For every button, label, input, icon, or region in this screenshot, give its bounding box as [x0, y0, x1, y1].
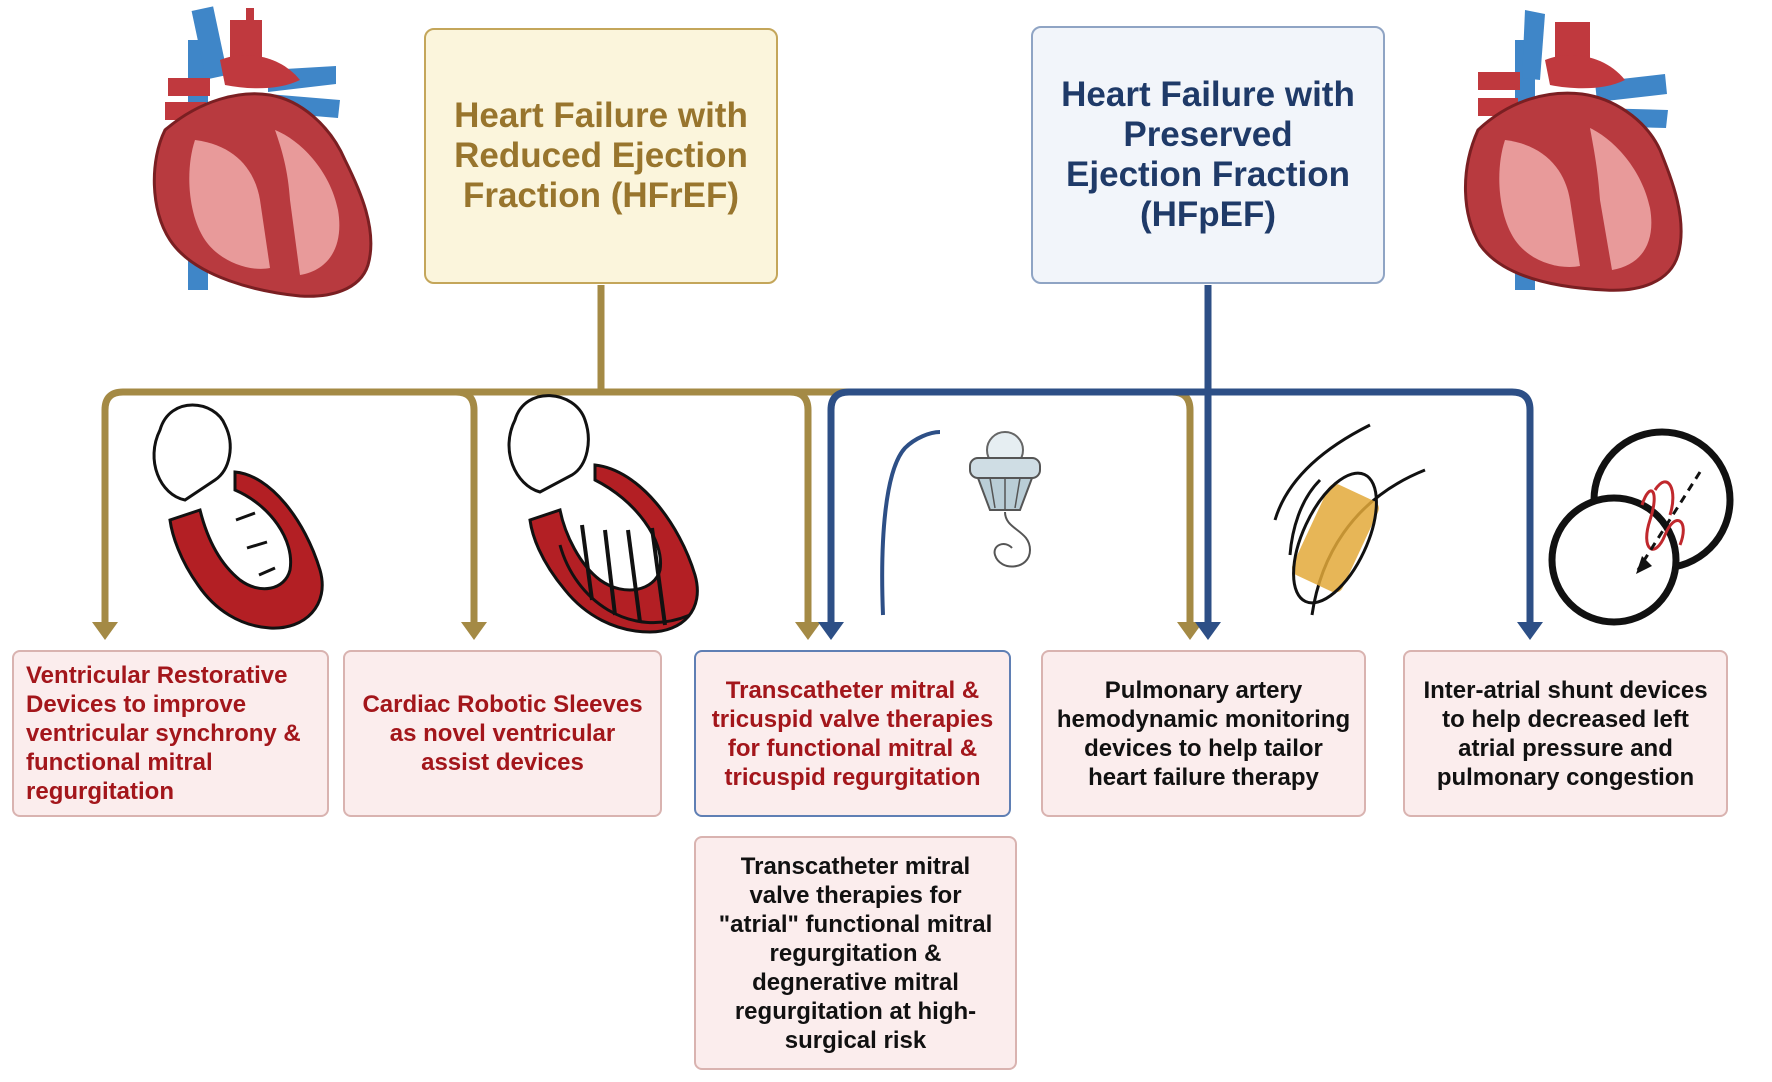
arrow-hfref-4 [1177, 622, 1203, 640]
device-label: Transcatheter mitral & tricuspid valve t… [711, 676, 994, 791]
hfref-title: Heart Failure with Reduced Ejection Frac… [454, 96, 748, 215]
arrow-hfpef-4 [1195, 622, 1221, 640]
device-label: Ventricular Restorative Devices to impro… [26, 662, 301, 805]
hfpef-connector-tree [827, 285, 1534, 623]
arrow-hfpef-5 [1517, 622, 1543, 640]
ventricle-outline-icon [152, 403, 324, 630]
arrowheads [92, 622, 1543, 640]
device-label: Transcatheter mitral valve therapies for… [718, 852, 993, 1054]
arrow-hfpef-3 [818, 622, 844, 640]
arrow-hfref-1 [92, 622, 118, 640]
device-box-inter-atrial-shunt: Inter-atrial shunt devices to help decre… [1403, 650, 1728, 817]
device-label: Pulmonary artery hemodynamic monitoring … [1056, 676, 1351, 791]
device-label: Inter-atrial shunt devices to help decre… [1423, 676, 1708, 791]
device-box-transcatheter-mitral-atrial: Transcatheter mitral valve therapies for… [694, 836, 1017, 1070]
device-box-pulmonary-artery-monitoring: Pulmonary artery hemodynamic monitoring … [1041, 650, 1366, 817]
device-box-transcatheter-mitral-tricuspid: Transcatheter mitral & tricuspid valve t… [694, 650, 1011, 817]
heart-left-icon [152, 6, 373, 298]
arrow-hfref-3 [795, 622, 821, 640]
transcatheter-valve-device-icon [880, 430, 1041, 616]
device-box-ventricular-restorative: Ventricular Restorative Devices to impro… [12, 650, 329, 817]
hfpef-header-box: Heart Failure with Preserved Ejection Fr… [1031, 26, 1385, 284]
device-label: Cardiac Robotic Sleeves as novel ventric… [362, 691, 643, 776]
inter-atrial-shunt-icon [1548, 428, 1734, 626]
heart-right-icon [1464, 10, 1683, 292]
robotic-sleeve-heart-icon [507, 394, 699, 634]
hfpef-title: Heart Failure with Preserved Ejection Fr… [1061, 75, 1355, 234]
pulmonary-artery-sensor-icon [1273, 423, 1426, 616]
hfref-header-box: Heart Failure with Reduced Ejection Frac… [424, 28, 778, 284]
device-box-cardiac-robotic-sleeves: Cardiac Robotic Sleeves as novel ventric… [343, 650, 662, 817]
arrow-hfref-2 [461, 622, 487, 640]
